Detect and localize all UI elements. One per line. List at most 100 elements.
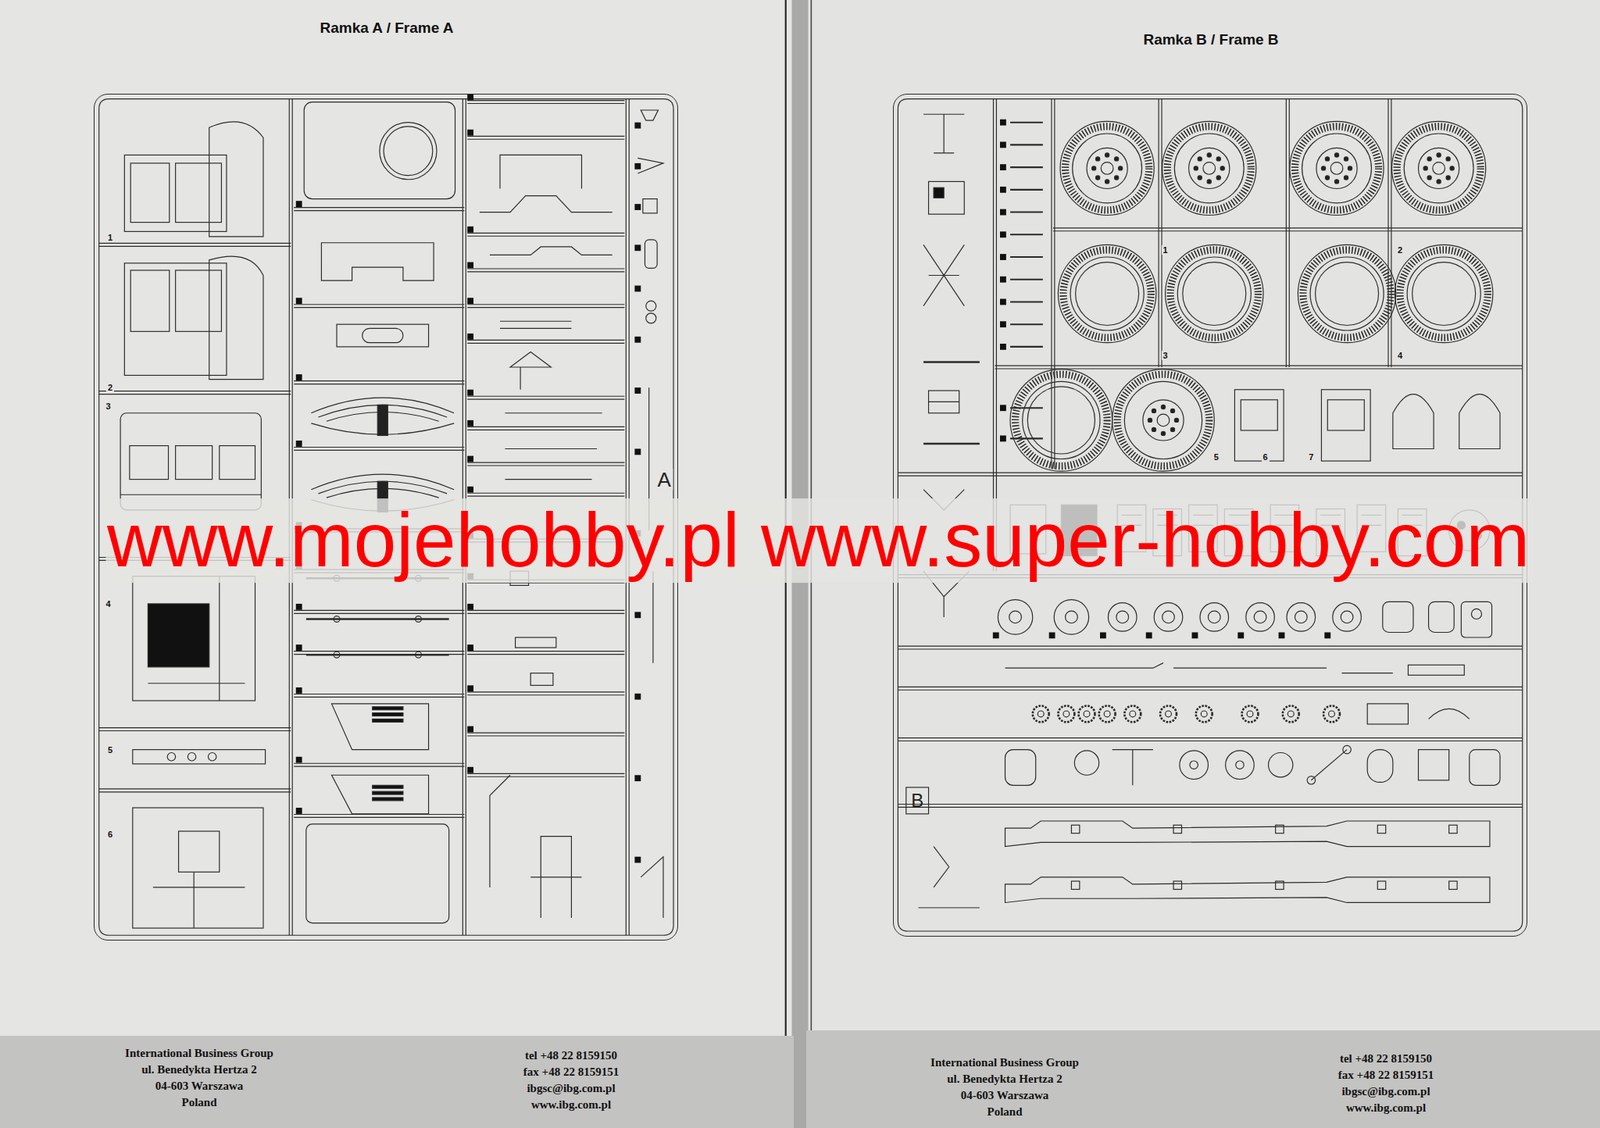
part-tag [634,285,641,293]
wheel-hub [1170,408,1175,413]
runner [293,380,465,382]
runner [467,650,625,652]
sprue-part [153,886,246,888]
sprue-part [1449,881,1458,890]
sprue-part [1173,825,1182,833]
sprue-part [1294,610,1308,624]
sprue-part [1382,601,1414,633]
frame-title: Ramka B / Frame B [1142,31,1279,49]
part-tag [467,726,474,733]
sprue-part [178,831,220,872]
sprue-part [129,446,169,480]
sprue-part [333,651,340,658]
part-number: 3 [103,401,112,411]
sprue-part [306,824,450,924]
sprue-part [1196,705,1213,722]
wheel-hub [1220,166,1225,171]
sprue-part [515,637,557,648]
sprue-part [1459,394,1500,450]
part-tag [1000,299,1007,306]
wheel-hub [1114,157,1119,161]
chassis-rail [1005,877,1490,904]
runner [293,383,465,385]
runner [467,399,625,400]
sprue-part [1074,750,1099,775]
sprue-part [333,616,340,623]
sprue-part [1112,750,1154,786]
sprue-part [187,753,196,761]
sprue-part [1253,610,1267,624]
sprue-part [923,442,980,446]
footer-text: ibgsc@ibg.com.pl [1341,1085,1430,1099]
tire [1403,133,1474,204]
sprue-part [1010,233,1043,236]
sprue-part [1460,601,1492,638]
sprue-part [372,718,404,722]
footer-text: ul. Benedykta Hertza 2 [946,1072,1063,1086]
runner [994,364,1522,366]
sprue-part [1010,407,1043,409]
wheel-hub [1216,157,1221,161]
part-number: 1 [106,232,115,243]
runner [897,686,1522,688]
tire-tread [1167,126,1251,211]
sprue-part [1165,710,1172,718]
sprue-part [1418,750,1450,781]
part-number: 4 [103,599,112,609]
footer-text: ul. Benedykta Hertza 2 [141,1063,258,1077]
sprue-part [479,196,613,213]
runner [897,648,1522,650]
wheel-hub [1092,166,1097,171]
footer-text: Poland [181,1096,217,1110]
wheel-hub [1427,157,1432,161]
sprue-part [362,328,404,343]
sprue-part [1032,705,1050,722]
wheel-hub [1100,162,1114,175]
sprue-part [1367,750,1393,783]
runner [1053,99,1055,470]
wheel-hub [1216,175,1221,180]
sprue-part [1268,753,1293,778]
runner [467,426,625,428]
sprue-part [923,360,980,364]
part-tag [467,644,474,651]
sprue-part [1099,705,1116,722]
sprue-part [500,154,582,189]
part-tag [1000,164,1007,171]
runner [1289,99,1290,368]
sprue-part [510,351,551,368]
sprue-part [928,390,960,414]
wheel-hub [1160,431,1165,436]
footer-text: tel +48 22 8159150 [525,1049,618,1063]
footer-text: 04-603 Warszawa [960,1089,1050,1103]
wheel-hub [1432,162,1446,175]
runner [293,303,465,305]
tire [1392,121,1486,215]
sprue-part [1037,710,1044,718]
wheel-hub [1170,427,1175,432]
wheel-hub [1189,147,1230,189]
sprue-part [175,446,213,480]
sprue-part [1286,603,1316,633]
part-tag [296,807,303,815]
sprue-part [415,651,422,658]
sprue-part [372,785,404,789]
runner [99,788,292,790]
sprue-part [1010,346,1043,348]
runner [293,207,465,208]
part-tag [1000,186,1007,193]
sprue-part [1189,760,1198,769]
footer-text: Poland [986,1105,1022,1119]
runner [467,776,625,778]
wheel-hub [1343,157,1348,161]
footer-text: tel +48 22 8159150 [1339,1052,1433,1066]
runner [897,646,1522,647]
runner [467,103,625,104]
part-tag [634,122,641,129]
sprue-part [1010,278,1043,281]
runner [99,246,292,247]
sprue-part [124,263,227,376]
wheel-hub [1316,147,1358,189]
sprue-part [1063,710,1070,718]
sprue-part [923,244,965,306]
